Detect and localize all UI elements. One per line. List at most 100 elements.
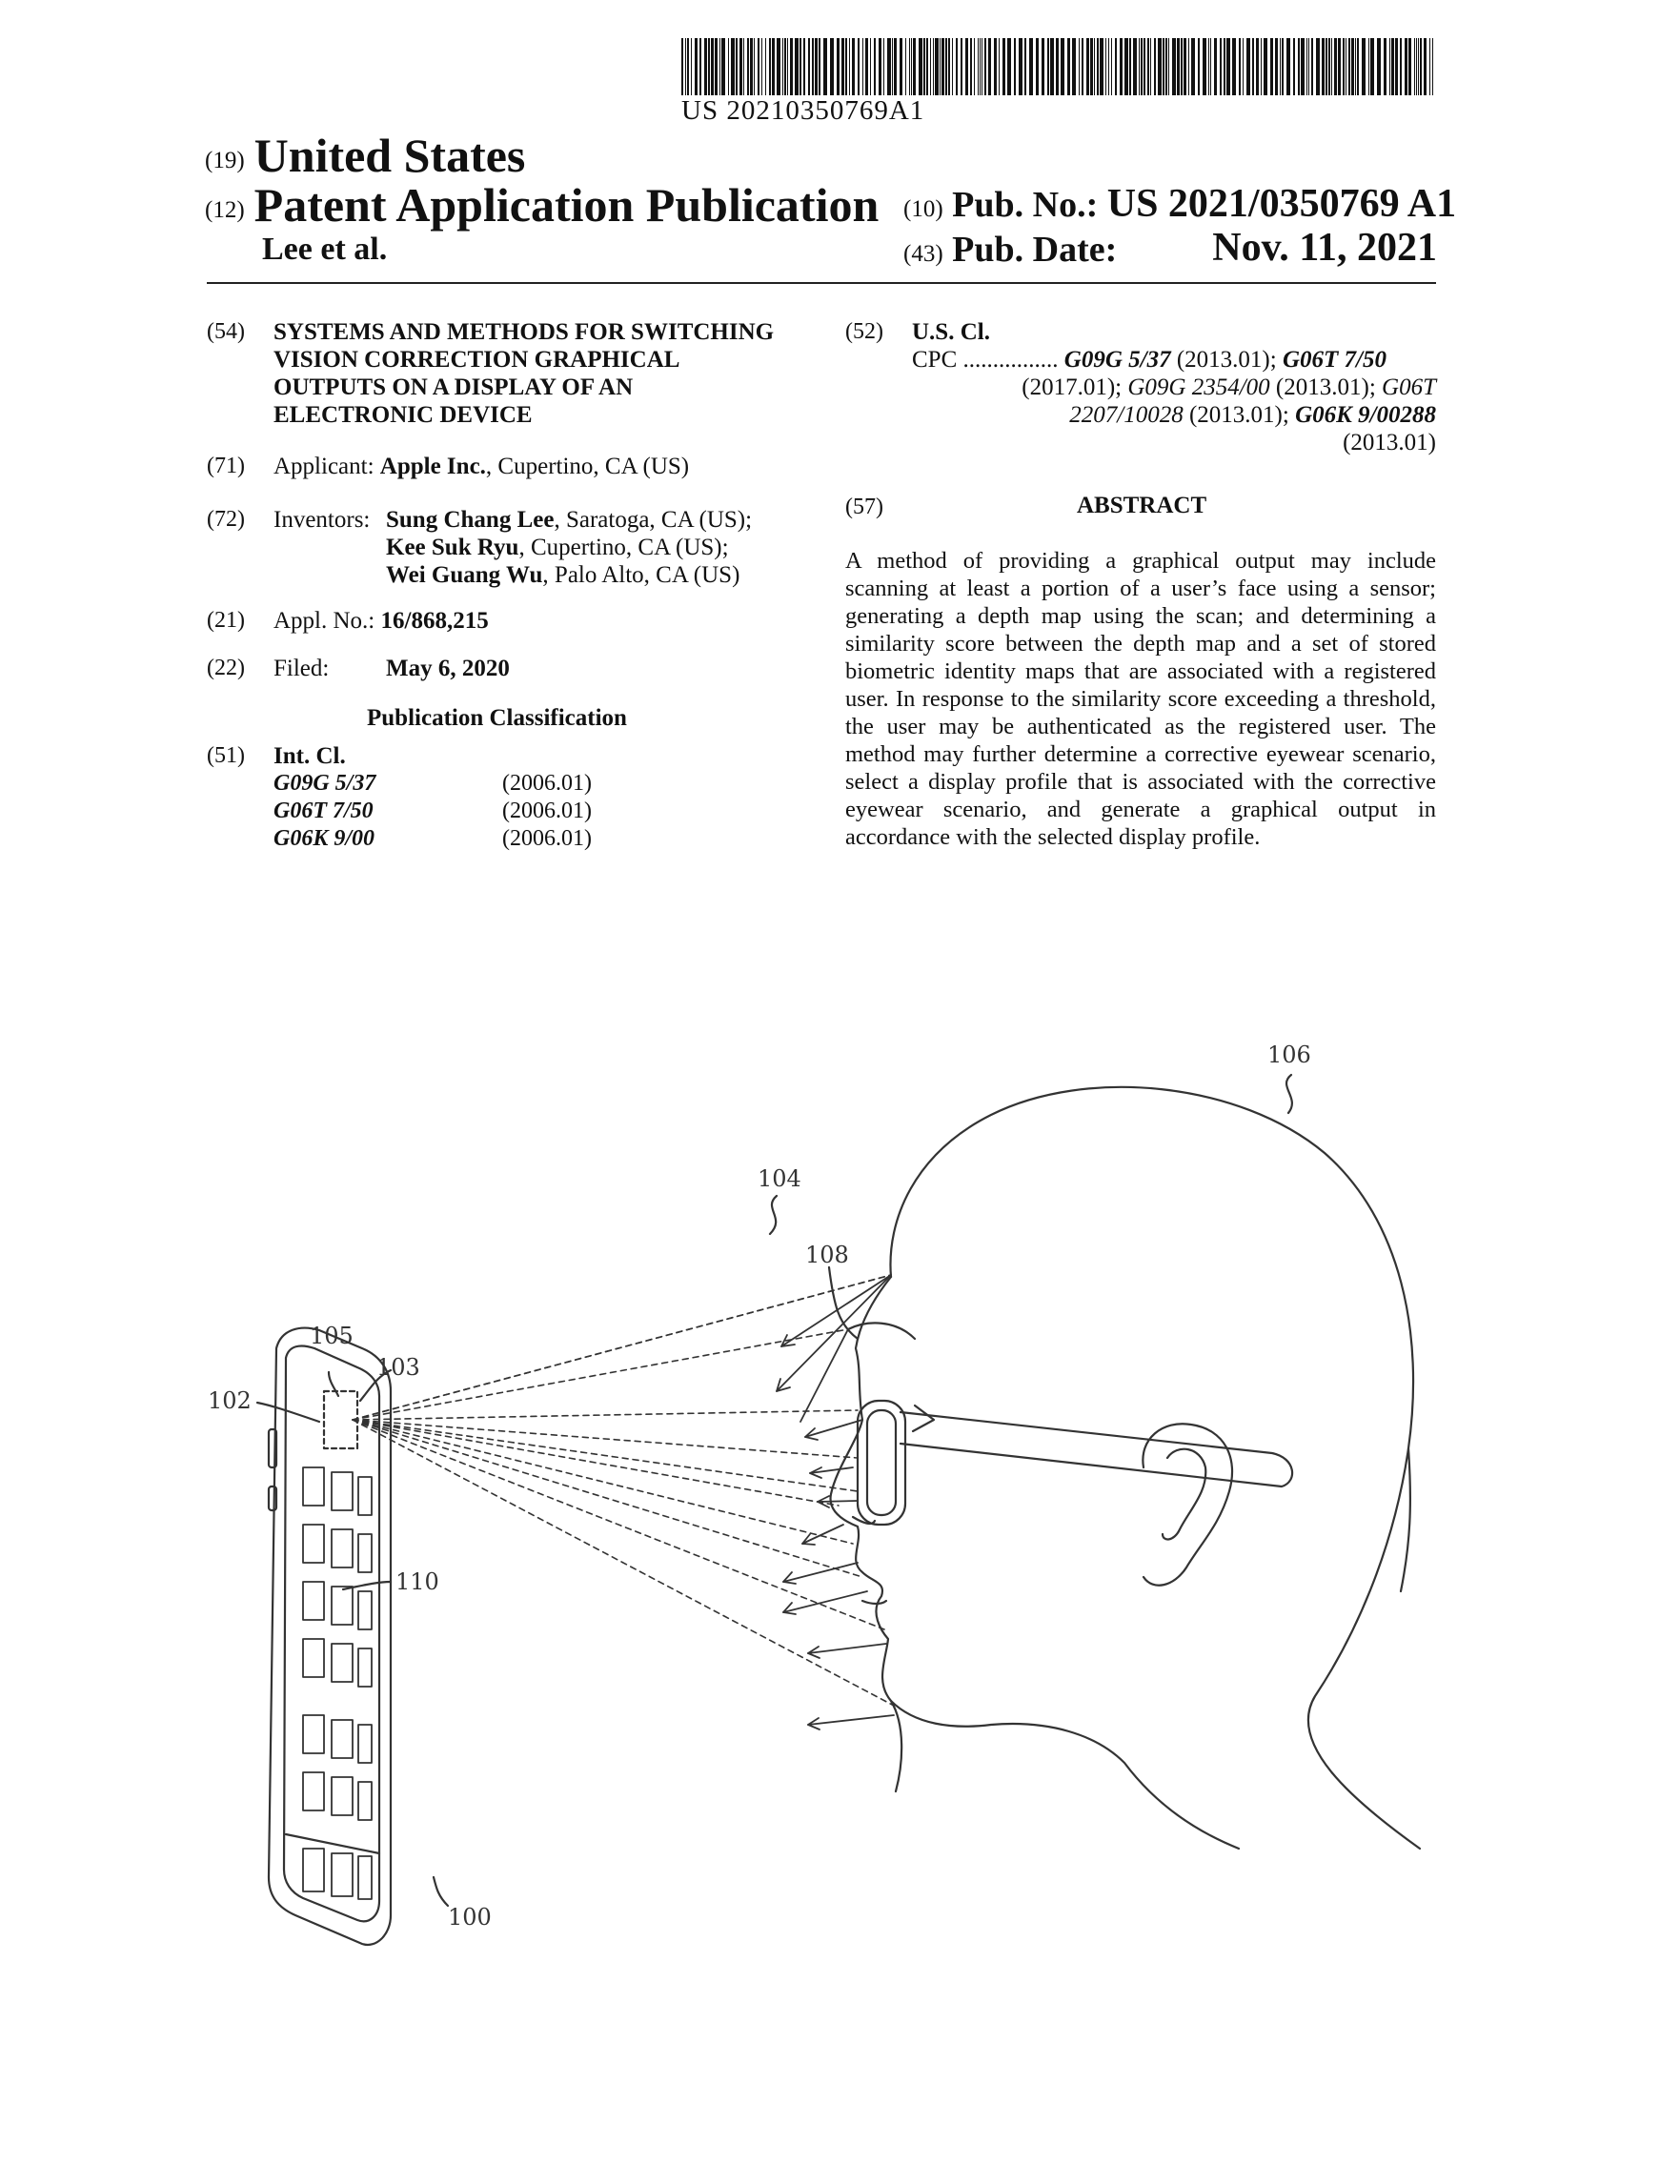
intcl-code: (51) [207, 743, 245, 768]
intcl-date: (2006.01) [502, 771, 592, 796]
inventor-name: Wei Guang Wu [386, 562, 543, 588]
applicant: Applicant: Apple Inc., Cupertino, CA (US… [273, 453, 689, 480]
mouth [860, 1599, 888, 1606]
ref-108: 108 [805, 1242, 849, 1268]
back-of-neck [1399, 1446, 1412, 1593]
abstract-code: (57) [845, 495, 883, 519]
phone-app-grid [302, 1466, 373, 1900]
cpc-symbol: G09G 5/37 [1063, 347, 1171, 373]
ref-105: 105 [310, 1323, 354, 1349]
glasses-lens [856, 1399, 907, 1527]
ear [1142, 1423, 1234, 1587]
barcode-number: US 20210350769A1 [681, 95, 925, 126]
inventor-name: Sung Chang Lee [386, 507, 555, 533]
leader-100 [432, 1875, 450, 1908]
filed-code: (22) [207, 656, 245, 680]
ear-inner [1161, 1447, 1207, 1541]
glasses-temple [899, 1410, 1294, 1488]
title-line: ELECTRONIC DEVICE [273, 402, 533, 428]
appl-label: Appl. No.: [273, 608, 375, 634]
pub-date: (43) Pub. Date: Nov. 11, 2021 [903, 226, 1437, 271]
phone-screen-edge [282, 1345, 381, 1923]
uscl-label: U.S. Cl. [912, 319, 990, 345]
cpc-symbol: 2207/10028 [1069, 402, 1184, 428]
eye [911, 1404, 936, 1433]
pubdate-value: Nov. 11, 2021 [1212, 226, 1437, 270]
intcl-symbol: G06T 7/50 [273, 799, 374, 823]
chin-neck [889, 1699, 1241, 1850]
filed: Filed: May 6, 2020 [273, 655, 510, 682]
cpc-symbol: G06K 9/00288 [1295, 402, 1436, 428]
phone-body [267, 1326, 393, 1947]
cpc-date: (2013.01); [1183, 402, 1296, 428]
title-line: SYSTEMS AND METHODS FOR SWITCHING [273, 319, 775, 345]
intcl-row: G06K 9/00 (2006.01) [273, 825, 592, 853]
filed-value: May 6, 2020 [386, 656, 510, 681]
leader-105 [327, 1370, 340, 1398]
applicant-code: (71) [207, 454, 245, 478]
leader-102 [255, 1401, 321, 1424]
publication-classification-heading: Publication Classification [367, 705, 627, 731]
intcl-date: (2006.01) [502, 826, 592, 851]
appl-value: 16/868,215 [380, 608, 489, 634]
ref-104: 104 [758, 1165, 801, 1192]
intcl-row: G06T 7/50 (2006.01) [273, 798, 592, 825]
ref-100: 100 [448, 1904, 492, 1931]
abstract-heading: ABSTRACT [1077, 493, 1207, 518]
cpc-date: (2013.01); [1170, 347, 1283, 373]
uscl-body: U.S. Cl. CPC ................ G09G 5/37 … [912, 318, 1436, 456]
barcode [681, 38, 1433, 95]
cpc-label: CPC [912, 347, 958, 373]
brow-line [846, 1322, 917, 1341]
cpc-symbol: G06T [1382, 374, 1436, 400]
pubno-code: (10) [903, 196, 943, 222]
nostril [851, 1515, 877, 1526]
inventors-label: Inventors: [273, 507, 371, 533]
head-outline [889, 1085, 1422, 1850]
pubno-label: Pub. No.: [952, 185, 1099, 225]
figure-labels: 106 104 108 105 103 102 110 100 [208, 1041, 1311, 1931]
appl-no: Appl. No.: 16/868,215 [273, 607, 489, 635]
scan-rays [352, 1274, 895, 1707]
ref-106: 106 [1267, 1041, 1311, 1068]
title-code: (54) [207, 319, 245, 344]
uscl-code: (52) [845, 319, 883, 344]
return-arrows [776, 1274, 895, 1730]
applicant-location: , Cupertino, CA (US) [485, 454, 690, 479]
title: SYSTEMS AND METHODS FOR SWITCHING VISION… [273, 318, 826, 429]
pubtype-code: (12) [205, 197, 245, 223]
cpc-date: (2017.01); [1022, 374, 1128, 400]
face-profile [829, 1275, 903, 1793]
intcl-label: Int. Cl. [273, 743, 346, 769]
ref-110: 110 [395, 1568, 439, 1595]
title-line: VISION CORRECTION GRAPHICAL [273, 347, 680, 373]
authors: Lee et al. [262, 232, 388, 267]
inventor-name: Kee Suk Ryu [386, 535, 519, 560]
pubdate-label: Pub. Date: [952, 230, 1118, 270]
cpc-date: (2013.01) [1343, 430, 1436, 455]
intcl-date: (2006.01) [502, 799, 592, 823]
applicant-label: Applicant: [273, 454, 374, 479]
inventor-location: , Palo Alto, CA (US) [542, 562, 740, 588]
intcl-symbol: G06K 9/00 [273, 826, 375, 851]
appl-code: (21) [207, 608, 245, 633]
pubdate-code: (43) [903, 241, 943, 267]
country-code: (19) [205, 148, 245, 173]
glasses-lens-inner [865, 1408, 898, 1517]
applicant-name: Apple Inc. [379, 454, 486, 479]
leader-104 [768, 1194, 779, 1236]
cpc-symbol: G06T 7/50 [1282, 347, 1387, 373]
country-heading: (19)United States [205, 128, 525, 183]
pub-number: (10) Pub. No.: US 2021/0350769 A1 [903, 181, 1456, 227]
intcl-symbol: G09G 5/37 [273, 771, 376, 796]
leader-110 [341, 1580, 393, 1591]
cpc-date: (2013.01); [1269, 374, 1383, 400]
leader-103 [358, 1368, 393, 1403]
pubno-value: US 2021/0350769 A1 [1106, 182, 1457, 226]
inventors: Inventors:Sung Chang Lee, Saratoga, CA (… [273, 506, 807, 589]
ref-102: 102 [208, 1387, 252, 1414]
inventor-location: , Cupertino, CA (US); [518, 535, 729, 560]
intcl-row: G09G 5/37 (2006.01) [273, 770, 592, 798]
phone-side-button [267, 1427, 278, 1469]
filed-label: Filed: [273, 656, 330, 681]
